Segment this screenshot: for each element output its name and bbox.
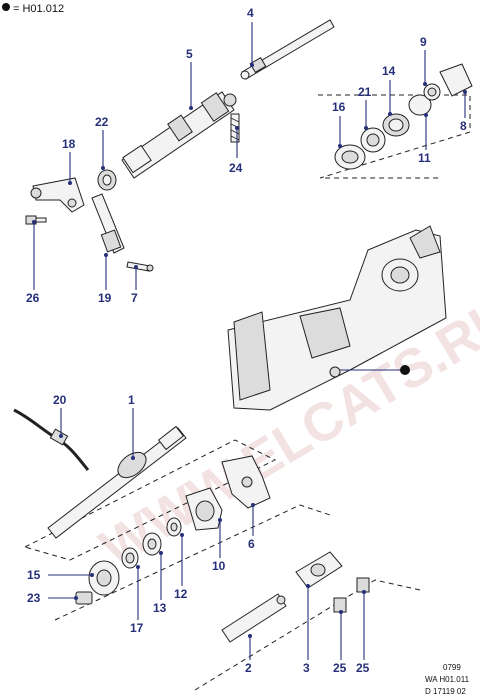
header-reference: = H01.012: [2, 3, 64, 15]
part-21-ring: [360, 127, 386, 153]
part-8-boot: [439, 63, 473, 97]
callout-7: 7: [131, 291, 138, 305]
footer-doc-code: D 17119 02: [425, 687, 466, 696]
part-11-race: [408, 94, 432, 116]
callout-11: 11: [418, 151, 431, 165]
part-17-ring: [121, 547, 139, 569]
part-5-upper-column: [121, 91, 237, 179]
callout-9: 9: [420, 35, 427, 49]
part-15-gear: [88, 560, 120, 596]
part-1-lower-shaft: [47, 425, 187, 539]
part-23-nut: [75, 591, 93, 605]
housing-reference-bullet-icon: [400, 365, 410, 375]
callout-25b: 25: [356, 661, 370, 675]
callout-18: 18: [62, 137, 76, 151]
part-13-ring: [142, 532, 162, 556]
housing-marker: [340, 365, 410, 375]
part-6-bracket: [221, 455, 271, 509]
callout-12: 12: [174, 587, 188, 601]
part-19-link: [91, 193, 125, 254]
part-16-bearing-sleeve: [334, 144, 366, 170]
callout-22: 22: [95, 115, 109, 129]
part-20-cable: [13, 408, 90, 471]
footer-date-code: 0799: [443, 663, 461, 672]
callout-10: 10: [212, 559, 226, 573]
callout-21: 21: [358, 85, 372, 99]
callout-20: 20: [53, 393, 67, 407]
footer-wa-code: WA H01.011: [425, 675, 470, 684]
column-housing: [227, 225, 447, 411]
callout-25a: 25: [333, 661, 347, 675]
callout-26: 26: [26, 291, 40, 305]
callout-13: 13: [153, 601, 167, 615]
callout-8: 8: [460, 119, 467, 133]
callout-17: 17: [130, 621, 144, 635]
callout-15: 15: [27, 568, 41, 582]
callout-2: 2: [245, 661, 252, 675]
part-7-pin: [126, 261, 154, 272]
callout-23: 23: [27, 591, 41, 605]
part-12-ring: [166, 517, 182, 537]
callout-4: 4: [247, 6, 254, 20]
header-ref-code: = H01.012: [13, 3, 64, 15]
part-3-joint: [295, 551, 343, 589]
part-25-bolt-b: [356, 577, 370, 593]
callout-6: 6: [248, 537, 255, 551]
footer-codes: 0799 WA H01.011 D 17119 02: [425, 663, 470, 696]
leader-lines: [32, 22, 467, 660]
part-9-washer: [423, 83, 441, 101]
callout-24: 24: [229, 161, 243, 175]
part-22-bushing: [97, 169, 117, 191]
part-4-shaft: [240, 19, 335, 80]
callout-14: 14: [382, 64, 396, 78]
reference-bullet-icon: [2, 3, 10, 11]
part-14-bearing: [382, 113, 410, 137]
part-26-screw: [25, 215, 47, 225]
callout-3: 3: [303, 661, 310, 675]
callout-16: 16: [332, 100, 346, 114]
callout-19: 19: [98, 291, 112, 305]
part-25-bolt-a: [333, 597, 347, 613]
part-10-flange: [185, 487, 223, 531]
part-2-shaft: [221, 593, 287, 643]
callout-1: 1: [128, 393, 135, 407]
part-18-bracket: [30, 177, 85, 213]
callout-5: 5: [186, 47, 193, 61]
callout-labels: 1 2 3 4 5 6 7 8 9 10 11 12 13 14 15 16 1…: [26, 6, 467, 675]
